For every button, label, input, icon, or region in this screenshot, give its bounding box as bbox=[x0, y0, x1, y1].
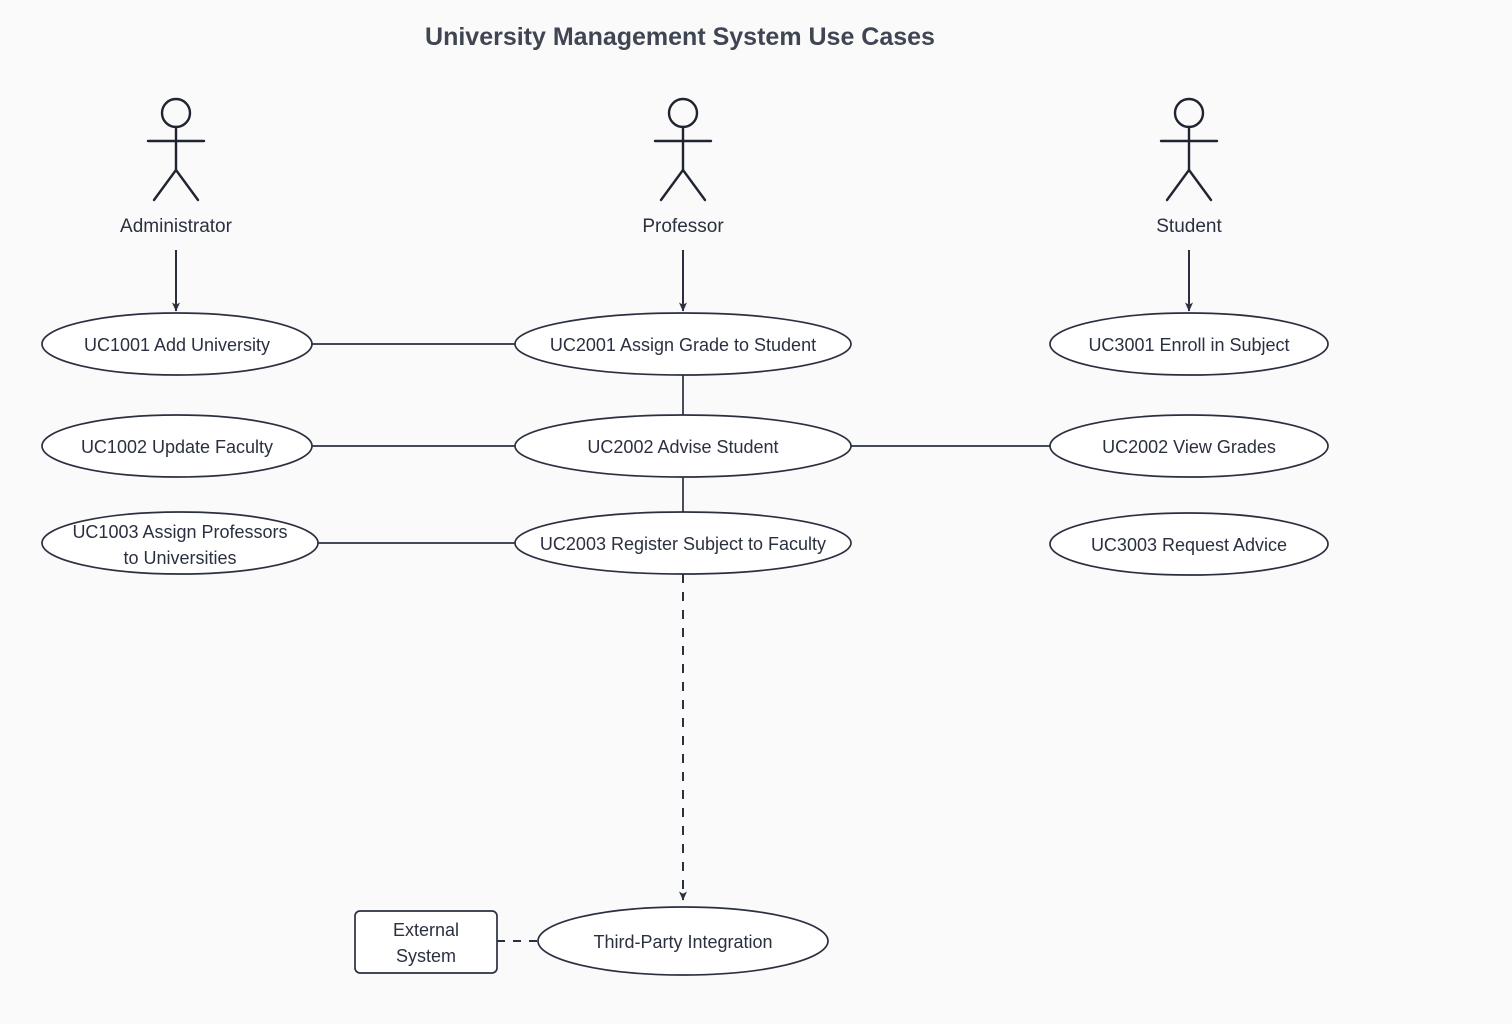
use-case-uc2003[interactable]: UC2003 Register Subject to Faculty bbox=[514, 511, 852, 575]
actor-student[interactable]: Student bbox=[1156, 97, 1222, 237]
use-case-label: UC3001 Enroll in Subject bbox=[1088, 335, 1289, 355]
use-case-uc1003[interactable]: UC1003 Assign Professors to Universities bbox=[41, 511, 319, 575]
use-case-ellipse bbox=[1049, 414, 1329, 478]
external-system-label-line1: External bbox=[393, 920, 459, 940]
use-case-label-line2: to Universities bbox=[123, 548, 236, 568]
external-system-label-line2: System bbox=[396, 946, 456, 966]
use-case-uc2002-advise-student[interactable]: UC2002 Advise Student bbox=[514, 414, 852, 478]
actor-right-leg-icon bbox=[1187, 168, 1213, 202]
use-case-uc2001[interactable]: UC2001 Assign Grade to Student bbox=[514, 312, 852, 376]
actor-head-icon bbox=[160, 97, 192, 129]
use-case-label: UC1002 Update Faculty bbox=[81, 437, 273, 457]
external-system-box bbox=[354, 910, 498, 974]
use-case-ellipse bbox=[537, 906, 829, 976]
use-case-ellipse bbox=[1049, 512, 1329, 576]
use-case-label-line1: UC1003 Assign Professors bbox=[72, 522, 287, 542]
external-system-node[interactable]: External System bbox=[354, 910, 498, 974]
use-case-label: UC2002 View Grades bbox=[1102, 437, 1276, 457]
use-case-ellipse bbox=[514, 414, 852, 478]
use-case-uc1001[interactable]: UC1001 Add University bbox=[41, 312, 313, 376]
actor-left-leg-icon bbox=[1165, 168, 1191, 202]
actor-head-icon bbox=[1173, 97, 1205, 129]
use-case-label: Third-Party Integration bbox=[593, 932, 772, 952]
use-case-ellipse bbox=[41, 511, 319, 575]
actor-left-leg-icon bbox=[152, 168, 178, 202]
use-case-uc1002[interactable]: UC1002 Update Faculty bbox=[41, 414, 313, 478]
use-case-label: UC2002 Advise Student bbox=[587, 437, 778, 457]
actor-left-leg-icon bbox=[659, 168, 685, 202]
use-case-label: UC2001 Assign Grade to Student bbox=[550, 335, 816, 355]
actor-right-leg-icon bbox=[681, 168, 707, 202]
use-case-label: UC1001 Add University bbox=[84, 335, 270, 355]
use-case-uc3003[interactable]: UC3003 Request Advice bbox=[1049, 512, 1329, 576]
actor-label-professor: Professor bbox=[642, 216, 724, 237]
use-case-ellipse bbox=[41, 312, 313, 376]
actor-right-leg-icon bbox=[174, 168, 200, 202]
use-case-ellipse bbox=[514, 511, 852, 575]
actor-administrator[interactable]: Administrator bbox=[120, 97, 233, 237]
actor-label-administrator: Administrator bbox=[120, 216, 233, 237]
page-title: University Management System Use Cases bbox=[425, 23, 935, 51]
use-case-label: UC2003 Register Subject to Faculty bbox=[540, 534, 826, 554]
use-case-ellipse bbox=[1049, 312, 1329, 376]
use-case-ellipse bbox=[41, 414, 313, 478]
use-case-ellipse bbox=[514, 312, 852, 376]
use-case-label: UC3003 Request Advice bbox=[1091, 535, 1287, 555]
use-case-uc3001[interactable]: UC3001 Enroll in Subject bbox=[1049, 312, 1329, 376]
use-case-third-party-integration[interactable]: Third-Party Integration bbox=[537, 906, 829, 976]
use-case-uc2002-view-grades[interactable]: UC2002 View Grades bbox=[1049, 414, 1329, 478]
actor-label-student: Student bbox=[1156, 216, 1222, 237]
actor-professor[interactable]: Professor bbox=[642, 97, 724, 237]
actor-head-icon bbox=[667, 97, 699, 129]
